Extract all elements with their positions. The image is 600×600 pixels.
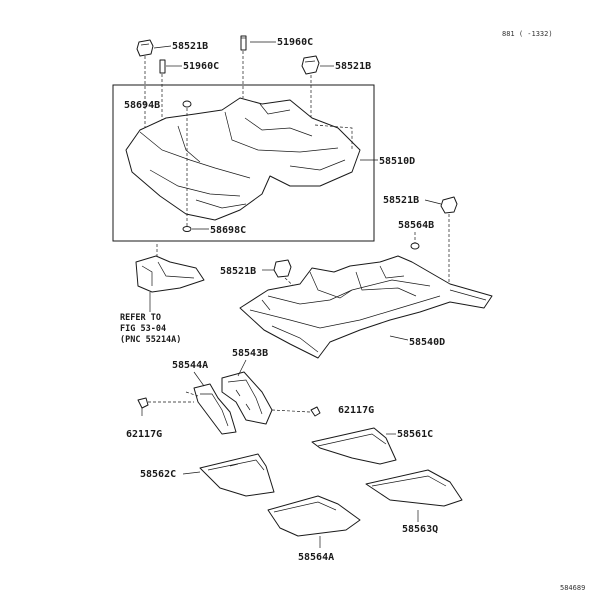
- label-mat-front-right: 58562C: [140, 469, 176, 480]
- pin-51960c-top-right[interactable]: [240, 35, 247, 51]
- header-code: 881 ( -1332): [502, 30, 553, 38]
- label-mat-rear-right: 58563Q: [402, 524, 438, 535]
- refer-line-2: FIG 53-04: [120, 324, 166, 334]
- reference-duct-part: [135, 255, 205, 293]
- clip-62117g-right[interactable]: [310, 406, 321, 417]
- label-mat-rear-left: 58564A: [298, 552, 334, 563]
- label-pin-top-right: 51960C: [277, 37, 313, 48]
- label-grommet-bottom: 58698C: [210, 225, 246, 236]
- label-clip-right: 58521B: [383, 195, 419, 206]
- pad-58543b[interactable]: [221, 371, 273, 425]
- front-floor-carpet[interactable]: [239, 255, 493, 359]
- label-front-carpet: 58540D: [409, 337, 445, 348]
- label-grommet-right: 58564B: [398, 220, 434, 231]
- label-clip-top-left: 58521B: [172, 41, 208, 52]
- mat-58564a[interactable]: [267, 495, 361, 537]
- label-rear-carpet: 58510D: [379, 156, 415, 167]
- clip-58521b-top-right[interactable]: [301, 55, 320, 75]
- figure-id: 584689: [560, 584, 585, 592]
- mat-58562c[interactable]: [199, 453, 275, 497]
- clip-58521b-mid[interactable]: [273, 259, 292, 278]
- grommet-58564b[interactable]: [410, 242, 420, 250]
- label-mat-front-left: 58561C: [397, 429, 433, 440]
- clip-58521b-top-left[interactable]: [136, 39, 154, 57]
- assembly-frame: [112, 84, 375, 242]
- label-clip-pad-left: 62117G: [126, 429, 162, 440]
- label-clip-top-right: 58521B: [335, 61, 371, 72]
- label-pad-front: 58544A: [172, 360, 208, 371]
- grommet-58698c[interactable]: [182, 226, 192, 232]
- label-grommet-top: 58694B: [124, 100, 160, 111]
- refer-line-1: REFER TO: [120, 313, 161, 323]
- label-pin-top-left: 51960C: [183, 61, 219, 72]
- mat-58563q[interactable]: [365, 469, 463, 507]
- grommet-58694b[interactable]: [182, 100, 192, 108]
- refer-line-3: (PNC 55214A): [120, 335, 181, 345]
- mat-58561c[interactable]: [311, 427, 397, 465]
- label-pad-rear: 58543B: [232, 348, 268, 359]
- pin-51960c-top-left[interactable]: [159, 59, 166, 74]
- label-clip-pad-right: 62117G: [338, 405, 374, 416]
- pad-58544a[interactable]: [193, 383, 237, 435]
- clip-58521b-right[interactable]: [440, 196, 458, 214]
- rear-floor-carpet[interactable]: [125, 97, 361, 221]
- label-clip-mid: 58521B: [220, 266, 256, 277]
- clip-62117g-left[interactable]: [137, 397, 149, 416]
